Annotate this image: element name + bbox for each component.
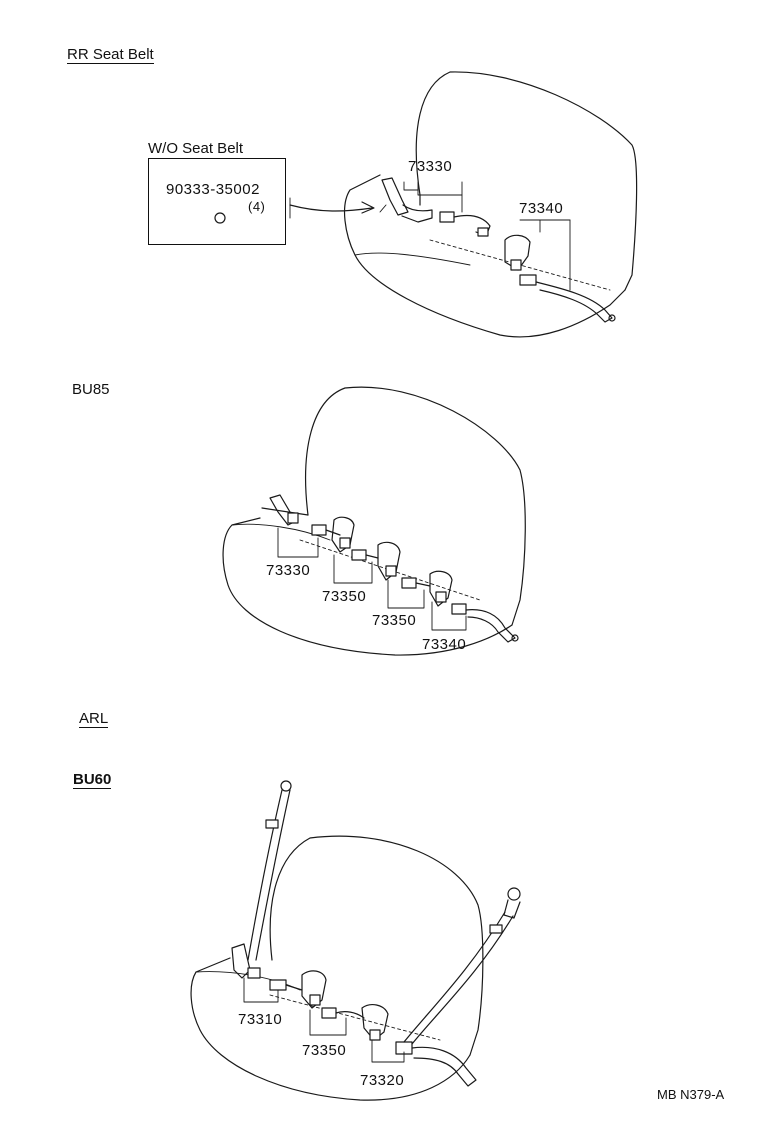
inset-part-number: 90333-35002 bbox=[166, 181, 260, 198]
bolt-icon bbox=[214, 212, 226, 224]
bu85-belt-73330-drawing bbox=[269, 494, 341, 536]
rr-leader-lines bbox=[403, 181, 571, 291]
bu85-belt-73350-b-drawing bbox=[377, 541, 431, 589]
bu60-belt-73320-drawing bbox=[361, 887, 521, 1087]
bu85-seat-bench-drawing bbox=[222, 386, 526, 656]
part-label-73310: 73310 bbox=[238, 1011, 283, 1028]
part-label-73350: 73350 bbox=[372, 612, 417, 629]
inset-title: W/O Seat Belt bbox=[148, 140, 244, 157]
part-label-73330: 73330 bbox=[408, 158, 453, 175]
rr-belt-73340-drawing bbox=[504, 234, 616, 323]
bu85-leader-lines bbox=[277, 527, 467, 631]
bu60-belt-73350-drawing bbox=[301, 970, 365, 1019]
section-heading-bu60: BU60 bbox=[73, 771, 112, 789]
section-heading-arl: ARL bbox=[79, 710, 109, 728]
part-label-73350: 73350 bbox=[322, 588, 367, 605]
without-seat-belt-inset bbox=[148, 158, 286, 245]
inset-quantity: (4) bbox=[248, 199, 266, 214]
rr-seat-bench-drawing bbox=[344, 71, 638, 338]
part-label-73340: 73340 bbox=[422, 636, 467, 653]
bu85-belt-73350-a-drawing bbox=[331, 516, 379, 561]
bu60-belt-73310-drawing bbox=[231, 780, 303, 991]
inset-arrow bbox=[289, 197, 375, 219]
bu60-leader-lines bbox=[243, 977, 405, 1063]
section-heading-bu85: BU85 bbox=[72, 381, 110, 398]
rr-belt-73330-drawing bbox=[379, 177, 491, 237]
bu85-belt-73340-drawing bbox=[429, 570, 519, 643]
part-label-73330: 73330 bbox=[266, 562, 311, 579]
part-label-73340: 73340 bbox=[519, 200, 564, 217]
figure-code: MB N379-A bbox=[657, 1087, 725, 1102]
part-label-73320: 73320 bbox=[360, 1072, 405, 1089]
part-label-73350: 73350 bbox=[302, 1042, 347, 1059]
section-heading-rr-seat-belt: RR Seat Belt bbox=[67, 46, 154, 64]
